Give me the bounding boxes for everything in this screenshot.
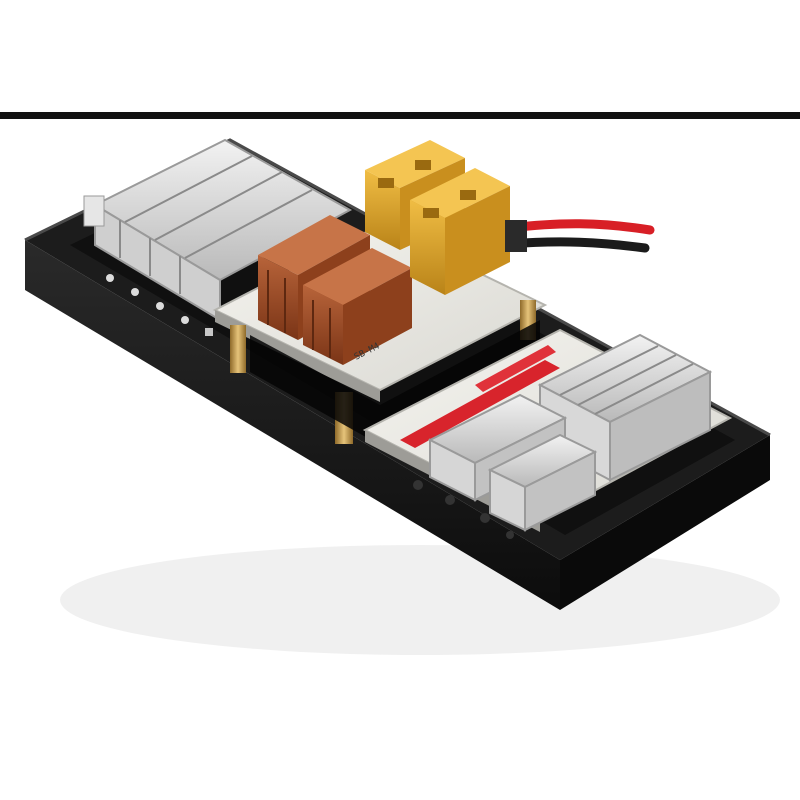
brass-standoff-left [230,325,246,373]
right-balance-port-bank [427,333,713,532]
frame-front-side [25,240,560,610]
upper-pcb-edge [215,310,380,402]
floor-shadow [60,545,780,655]
red-indicator-strip [400,360,560,448]
power-lead-wires [505,219,655,253]
deans-connector-b [303,248,412,365]
frame-right-side [560,435,770,610]
balance-port-icon [413,480,514,539]
xt60-connector-b [410,168,510,295]
battery-connector-xt60-icon [205,328,213,336]
battery-connector-deans-icon [106,274,189,324]
left-balance-port-bank [83,138,353,322]
top-divider-bar [0,112,800,119]
red-indicator-strip-2 [475,345,556,392]
